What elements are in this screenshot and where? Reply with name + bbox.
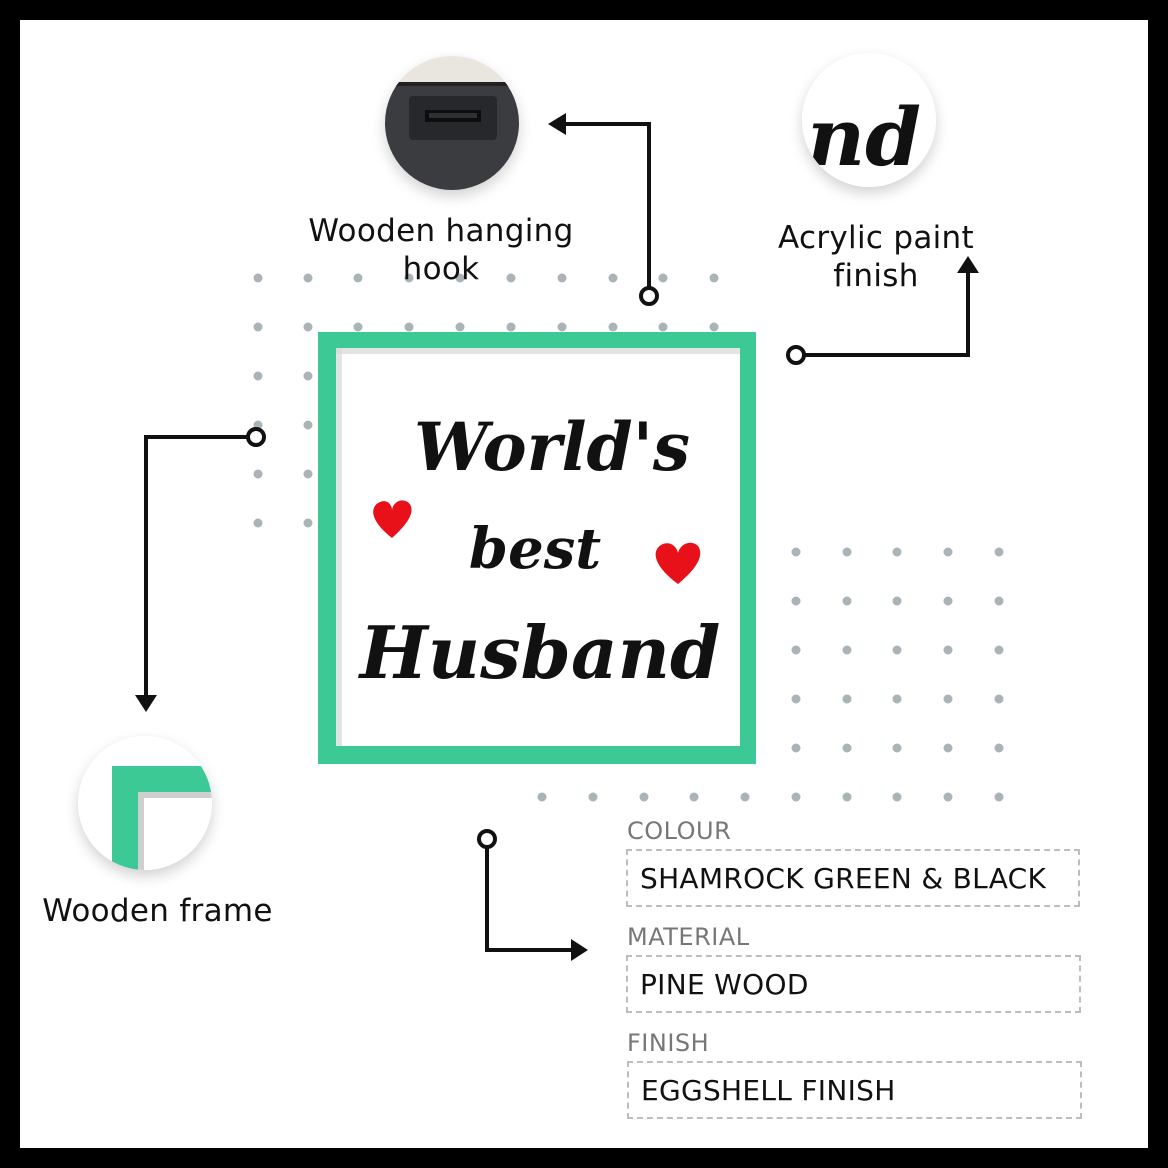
hook-label: Wooden hanging hook (308, 213, 574, 287)
spec-value-finish: EGGSHELL FINISH (627, 1061, 1082, 1119)
frame-corner-thumbnail (78, 736, 212, 870)
frame-label: Wooden frame (42, 893, 273, 929)
paint-thumbnail-text: nd (807, 90, 921, 184)
hanging-hook-thumbnail (385, 56, 519, 190)
spec-title-finish: FINISH (627, 1029, 710, 1057)
paint-thumbnail: nd (802, 53, 936, 187)
spec-value-material: PINE WOOD (626, 955, 1081, 1013)
spec-title-material: MATERIAL (627, 923, 750, 951)
spec-title-colour: COLOUR (627, 817, 732, 845)
paint-label: Acrylic paint finish (778, 220, 974, 294)
spec-value-colour: SHAMROCK GREEN & BLACK (626, 849, 1080, 907)
